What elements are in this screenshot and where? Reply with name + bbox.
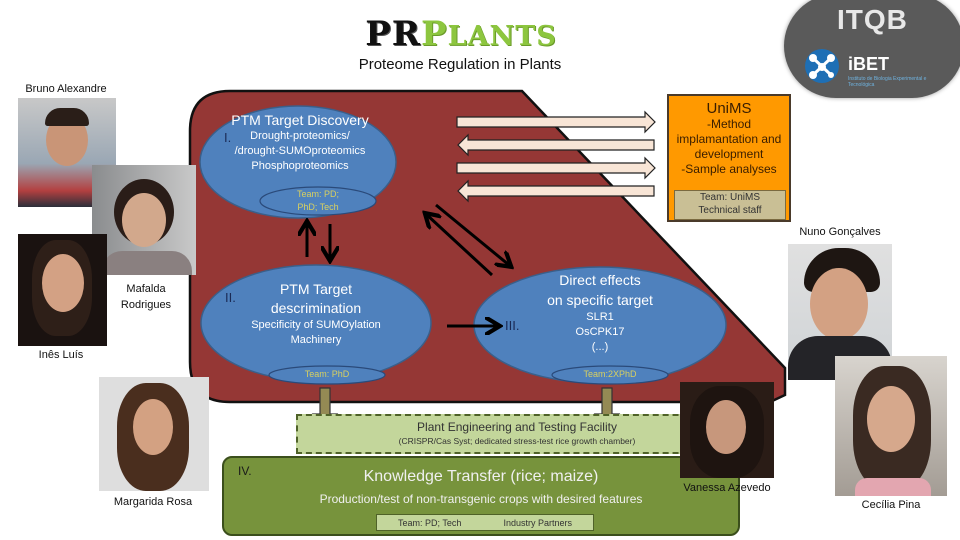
photo-vanessa-azevedo (680, 382, 774, 478)
discovery-team: Team: PD; PhD; Tech (268, 188, 368, 214)
logo-plants-rest: LANTS (447, 21, 557, 52)
discrimination-text: PTM Target descrimination Specificity of… (226, 280, 406, 348)
unims-team-line: Technical staff (698, 205, 762, 216)
person-name: Mafalda Rodrigues (108, 281, 184, 313)
unims-team-line: Team: UniMS (699, 192, 760, 203)
photo-cecilia-pina (835, 356, 947, 496)
kt-team-label: Team: PD; Tech (398, 518, 462, 528)
direct-effects-title: on specific target (547, 292, 653, 308)
roman-iv: IV. (238, 464, 252, 478)
logo-plants-p: P (421, 14, 448, 54)
roman-ii: II. (225, 290, 236, 305)
roman-i: I. (224, 130, 232, 145)
person-name: Vanessa Azevedo (683, 482, 771, 494)
discrimination-line: Specificity of SUMOylation (251, 319, 381, 331)
discovery-line: /drought-SUMOproteomics (234, 145, 366, 157)
exchange-arrows (456, 110, 656, 203)
ibet-subtitle: Instituto de Biologia Experimental e Tec… (848, 76, 927, 88)
logo-subtitle: Proteome Regulation in Plants (358, 56, 562, 73)
facility-subtitle: (CRISPR/Cas Syst; dedicated stress-test … (398, 436, 636, 446)
discrimination-team: Team: PhD (304, 369, 350, 379)
discovery-line: Phosphoproteomics (251, 160, 349, 172)
discrimination-title: descrimination (270, 300, 362, 316)
discovery-line: Drought-proteomics/ (250, 130, 350, 142)
arrow-i-to-iii (435, 203, 509, 265)
person-name: Inês Luís (38, 349, 84, 361)
arrow-iii-to-i (427, 215, 494, 277)
team-oval-discovery (259, 186, 377, 216)
prplants-logo: PRPLANTS (330, 14, 592, 54)
discovery-title: PTM Target Discovery (231, 112, 369, 128)
direct-effects-text: Direct effects on specific target SLR1 O… (510, 270, 690, 355)
facility-box: Plant Engineering and Testing Facility (… (296, 414, 738, 454)
unims-line: -Sample analyses (681, 162, 777, 176)
team-oval-discrimination (268, 365, 386, 385)
arrow-left-1 (457, 133, 655, 157)
direct-effects-line: SLR1 (586, 311, 614, 323)
arrow-right-2 (456, 156, 656, 180)
person-name: Bruno Alexandre (25, 83, 107, 95)
ibet-network-icon (805, 49, 839, 83)
unims-line: development (694, 147, 764, 161)
direct-effects-title: Direct effects (559, 272, 641, 288)
discovery-text: PTM Target Discovery Drought-proteomics/… (210, 112, 390, 174)
itqb-logo: ITQB (837, 4, 908, 35)
unims-title: UniMS (706, 100, 752, 117)
team-oval-direct-effects (551, 365, 669, 385)
discovery-team-line: PhD; Tech (297, 202, 339, 212)
flow-arrows (307, 203, 509, 326)
unims-line: -Method (706, 117, 752, 131)
facility-title: Plant Engineering and Testing Facility (417, 420, 617, 434)
unims-team: Team: UniMS Technical staff (674, 190, 786, 220)
kt-partners-label: Industry Partners (503, 518, 572, 528)
person-name: Margarida Rosa (113, 496, 193, 508)
discrimination-title: PTM Target (279, 281, 353, 297)
arrow-left-2 (457, 179, 655, 203)
person-name: Nuno Gonçalves (799, 226, 881, 238)
discrimination-line: Machinery (290, 334, 342, 346)
logo-pr: PR (365, 14, 422, 54)
discovery-team-line: Team: PD; (296, 189, 339, 199)
knowledge-transfer-subtitle: Production/test of non-transgenic crops … (319, 492, 643, 506)
photo-mafalda-rodrigues (92, 165, 196, 275)
knowledge-transfer-title: Knowledge Transfer (rice; maize) (363, 468, 599, 485)
person-name-line: Rodrigues (120, 299, 172, 311)
roman-iii: III. (505, 318, 520, 333)
institution-badge (784, 0, 960, 98)
direct-effects-line: OsCPK17 (575, 326, 625, 338)
arrow-right-1 (456, 110, 656, 134)
direct-effects-team: Team:2XPhD (583, 369, 637, 379)
ibet-logo: iBET (848, 54, 890, 74)
knowledge-transfer-team: Team: PD; Tech Industry Partners (376, 514, 594, 531)
unims-box: UniMS -Method implamantation and develop… (667, 94, 791, 222)
person-name: Cecília Pina (861, 499, 921, 511)
knowledge-transfer-box: IV. Knowledge Transfer (rice; maize) Pro… (222, 456, 740, 536)
photo-margarida-rosa (99, 377, 209, 491)
person-name-line: Mafalda (126, 283, 166, 295)
photo-ines-luis (18, 234, 107, 346)
unims-line: implamantation and (676, 132, 782, 146)
direct-effects-line: (...) (591, 341, 609, 353)
